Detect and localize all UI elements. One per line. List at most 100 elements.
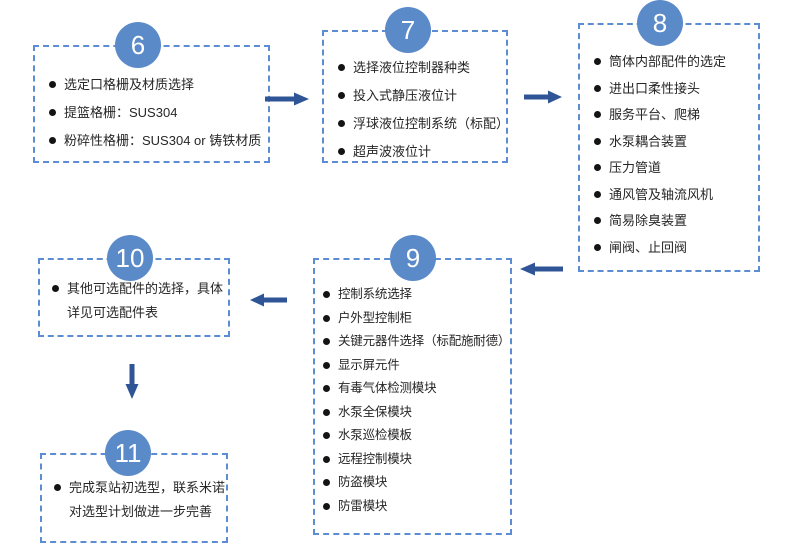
list-item: 防盗模块 — [323, 475, 508, 490]
step-11-items: 完成泵站初选型，联系米诺 对选型计划做进一步完善 — [42, 455, 226, 524]
item-text: 水泵巡检模板 — [338, 428, 412, 442]
step-8-number-badge: 8 — [637, 0, 683, 46]
list-item: 闸阀、止回阀 — [594, 240, 754, 255]
bullet-icon — [323, 455, 330, 463]
bullet-icon — [323, 432, 330, 439]
list-item: 防雷模块 — [323, 499, 508, 514]
step-10-number-badge: 10 — [107, 235, 153, 281]
item-text: 压力管道 — [609, 160, 662, 175]
list-item: 选定口格栅及材质选择 — [49, 77, 264, 92]
arrow-10-to-11-icon — [125, 364, 139, 399]
bullet-icon — [338, 148, 345, 155]
item-text: 投入式静压液位计 — [353, 88, 458, 103]
item-text: 防雷模块 — [338, 498, 388, 513]
bullet-icon — [338, 64, 345, 71]
step-11-box: 11 完成泵站初选型，联系米诺 对选型计划做进一步完善 — [40, 430, 228, 543]
step-10-items: 其他可选配件的选择，具体 详见可选配件表 — [40, 260, 228, 325]
step-10-box: 10 其他可选配件的选择，具体 详见可选配件表 — [38, 235, 230, 337]
item-text: 浮球液位控制系统（标配） — [353, 116, 510, 131]
bullet-icon — [323, 361, 330, 369]
bullet-icon — [594, 137, 601, 145]
item-text: 超声波液位计 — [353, 144, 432, 159]
list-item: 投入式静压液位计 — [338, 88, 502, 103]
item-text: 关键元器件选择（标配施耐德） — [338, 334, 511, 348]
item-text-line: 完成泵站初选型，联系米诺 — [69, 480, 226, 495]
item-text-line: 详见可选配件表 — [67, 305, 159, 320]
item-text: 远程控制模块 — [338, 451, 412, 466]
arrow-9-to-10-icon — [250, 293, 287, 307]
list-item: 水泵全保模块 — [323, 405, 508, 420]
item-text: 防盗模块 — [338, 475, 388, 489]
bullet-icon — [594, 243, 601, 251]
list-item: 控制系统选择 — [323, 287, 508, 302]
bullet-icon — [323, 338, 330, 345]
list-item: 有毒气体检测模块 — [323, 381, 508, 396]
list-item: 提篮格栅：SUS304 — [49, 105, 264, 120]
list-item: 超声波液位计 — [338, 144, 502, 159]
step-9-number-badge: 9 — [390, 235, 436, 281]
item-text: 显示屏元件 — [338, 357, 400, 372]
list-item: 其他可选配件的选择，具体 详见可选配件表 — [52, 277, 224, 325]
item-text: 户外型控制柜 — [338, 310, 412, 325]
step-7-number-badge: 7 — [385, 7, 431, 53]
step-8-box: 8 筒体内部配件的选定 进出口柔性接头 服务平台、爬梯 水泵耦合装置 压力管道 … — [578, 0, 760, 272]
item-text: 提篮格栅：SUS304 — [64, 105, 178, 120]
list-item: 浮球液位控制系统（标配） — [338, 116, 509, 131]
step-7-items: 选择液位控制器种类 投入式静压液位计 浮球液位控制系统（标配） 超声波液位计 — [324, 32, 509, 159]
bullet-icon — [49, 109, 56, 116]
arrow-7-to-8-icon — [524, 90, 562, 104]
item-text: 选择液位控制器种类 — [353, 60, 471, 75]
list-item: 筒体内部配件的选定 — [594, 54, 754, 69]
bullet-icon — [323, 502, 330, 510]
bullet-icon — [338, 92, 345, 99]
bullet-icon — [52, 285, 59, 292]
item-text: 选定口格栅及材质选择 — [64, 77, 195, 92]
item-text: 其他可选配件的选择，具体 详见可选配件表 — [67, 277, 223, 325]
item-text: 通风管及轴流风机 — [609, 186, 714, 202]
bullet-icon — [54, 484, 61, 491]
item-text: 简易除臭装置 — [609, 213, 688, 228]
item-text: 服务平台、爬梯 — [609, 107, 701, 122]
bullet-icon — [338, 120, 345, 127]
step-7-box: 7 选择液位控制器种类 投入式静压液位计 浮球液位控制系统（标配） 超声波液位计 — [322, 7, 509, 163]
bullet-icon — [49, 81, 56, 88]
step-9-box: 9 控制系统选择 户外型控制柜 关键元器件选择（标配施耐德） 显示屏元件 有毒气… — [313, 235, 512, 535]
bullet-icon — [323, 479, 330, 486]
item-text: 控制系统选择 — [338, 287, 412, 301]
step-6-box: 6 选定口格栅及材质选择 提篮格栅：SUS304 粉碎性格栅：SUS304 or… — [33, 22, 270, 163]
item-text: 粉碎性格栅：SUS304 or 铸铁材质 — [64, 133, 262, 148]
step-9-items: 控制系统选择 户外型控制柜 关键元器件选择（标配施耐德） 显示屏元件 有毒气体检… — [315, 260, 510, 514]
bullet-icon — [594, 190, 601, 198]
item-text: 完成泵站初选型，联系米诺 对选型计划做进一步完善 — [69, 476, 225, 524]
arrow-8-to-9-icon — [520, 262, 563, 276]
list-item: 显示屏元件 — [323, 358, 508, 373]
bullet-icon — [594, 164, 601, 171]
list-item: 远程控制模块 — [323, 452, 508, 467]
list-item: 简易除臭装置 — [594, 213, 754, 228]
bullet-icon — [594, 84, 601, 92]
item-text: 筒体内部配件的选定 — [609, 54, 727, 69]
item-text-line: 其他可选配件的选择，具体 — [67, 281, 224, 296]
item-text: 水泵耦合装置 — [609, 133, 688, 149]
list-item: 粉碎性格栅：SUS304 or 铸铁材质 — [49, 133, 264, 148]
bullet-icon — [323, 408, 330, 416]
item-text: 进出口柔性接头 — [609, 80, 701, 96]
item-text-line: 对选型计划做进一步完善 — [69, 504, 213, 519]
bullet-icon — [594, 58, 601, 65]
list-item: 完成泵站初选型，联系米诺 对选型计划做进一步完善 — [54, 476, 225, 524]
list-item: 户外型控制柜 — [323, 311, 508, 326]
list-item: 水泵耦合装置 — [594, 134, 754, 149]
list-item: 服务平台、爬梯 — [594, 107, 754, 122]
list-item: 进出口柔性接头 — [594, 81, 754, 96]
bullet-icon — [323, 385, 330, 392]
list-item: 关键元器件选择（标配施耐德） — [323, 334, 511, 349]
bullet-icon — [594, 217, 601, 224]
item-text: 有毒气体检测模块 — [338, 381, 437, 395]
step-6-number-badge: 6 — [115, 22, 161, 68]
list-item: 压力管道 — [594, 160, 754, 175]
arrow-6-to-7-icon — [265, 92, 309, 106]
list-item: 通风管及轴流风机 — [594, 187, 754, 202]
list-item: 水泵巡检模板 — [323, 428, 508, 443]
list-item: 选择液位控制器种类 — [338, 60, 502, 75]
